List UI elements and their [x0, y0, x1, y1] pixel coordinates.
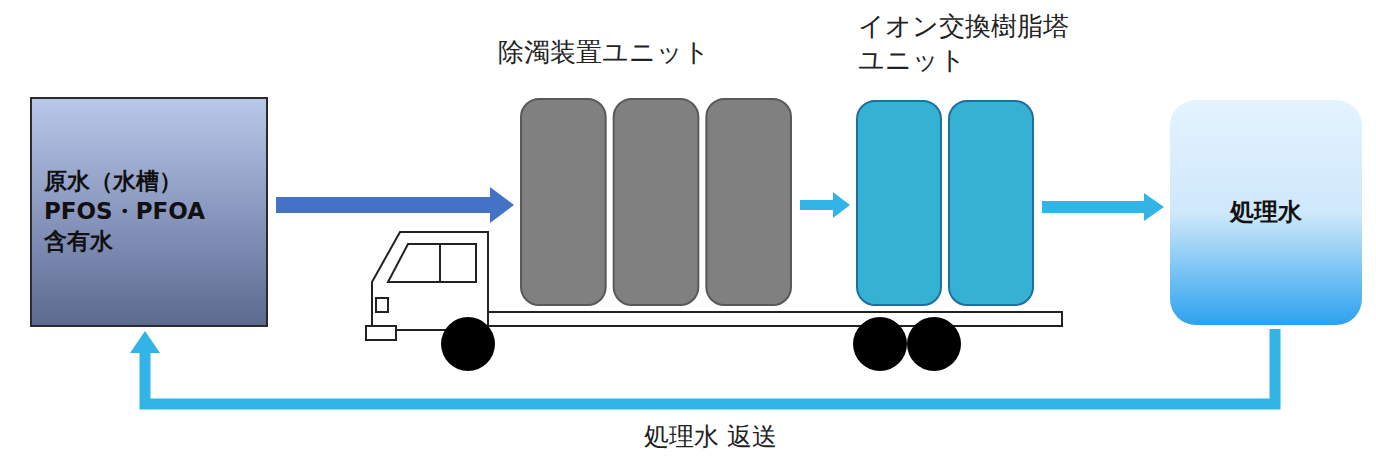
- truck-bumper: [366, 326, 396, 340]
- flow-arrow: [1042, 193, 1164, 221]
- ion-exchange-unit: イオン交換樹脂塔 ユニット: [856, 100, 1034, 306]
- unit-cylinder: [706, 99, 791, 305]
- unit-cylinder: [614, 99, 699, 305]
- arrow-shaft: [145, 329, 1275, 404]
- truck-wheel: [441, 317, 495, 371]
- truck-window: [388, 244, 476, 282]
- source-tank-box: 原水（水槽） PFOS・PFOA 含有水: [30, 97, 268, 327]
- treated-water-tank: 処理水: [1170, 100, 1362, 325]
- unit-cylinder: [949, 101, 1033, 305]
- truck-bed: [488, 312, 1062, 326]
- unit-cylinder: [521, 99, 606, 305]
- arrow-head: [490, 187, 514, 223]
- turbidity-removal-unit: 除濁装置ユニット: [520, 98, 792, 306]
- node-label: 原水（水槽） PFOS・PFOA 含有水: [44, 167, 258, 257]
- node-label: 処理水: [1230, 197, 1302, 228]
- arrow-shaft: [800, 200, 834, 210]
- flow-arrow: [276, 187, 514, 223]
- truck-wheel: [853, 317, 907, 371]
- arrow-shaft: [1042, 201, 1145, 213]
- truck-cab: [372, 232, 488, 330]
- truck-wheel: [907, 317, 961, 371]
- arrow-head: [833, 192, 850, 218]
- arrow-head: [1144, 193, 1164, 221]
- flow-arrow: [130, 329, 1275, 404]
- arrow-shaft: [276, 197, 491, 213]
- truck-light: [376, 298, 388, 312]
- unit-cylinder: [857, 101, 941, 305]
- unit-heading: イオン交換樹脂塔 ユニット: [858, 10, 1138, 78]
- unit-cylinders: [520, 98, 792, 306]
- unit-heading: 除濁装置ユニット: [498, 36, 798, 70]
- flow-arrow: [800, 192, 850, 218]
- edge-label: 処理水 返送: [638, 420, 783, 453]
- unit-cylinders: [856, 100, 1034, 306]
- truck-window-divider: [439, 244, 441, 282]
- arrow-head: [130, 331, 160, 353]
